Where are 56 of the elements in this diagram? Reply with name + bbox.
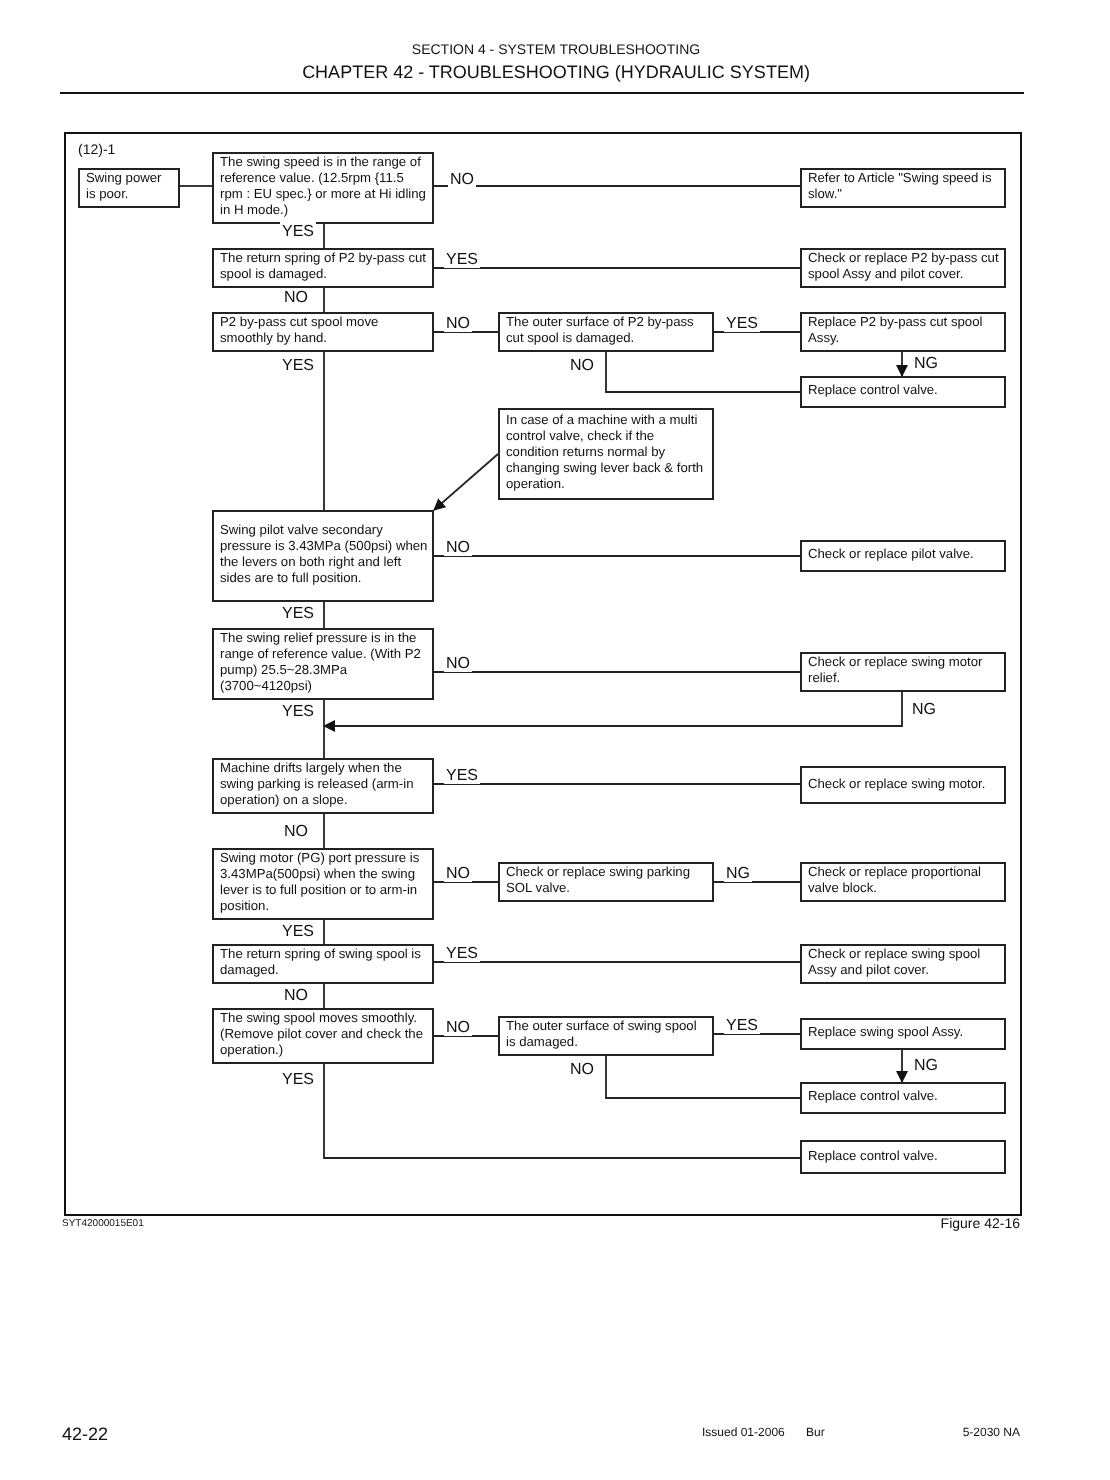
edge-label: YES bbox=[444, 250, 481, 268]
edge-label: NO bbox=[444, 538, 472, 556]
connector-line bbox=[433, 1035, 499, 1037]
connector-line bbox=[605, 1053, 801, 1099]
connector-line bbox=[179, 185, 213, 187]
edge-label: YES bbox=[280, 922, 317, 940]
edge-label: YES bbox=[280, 356, 317, 374]
edge-label: NO bbox=[282, 288, 310, 306]
edge-label: YES bbox=[724, 1016, 761, 1034]
connector-line bbox=[433, 881, 499, 883]
connector-line bbox=[433, 331, 499, 333]
edge-label: YES bbox=[444, 766, 481, 784]
edge-label: NO bbox=[444, 864, 472, 882]
connector-line bbox=[433, 783, 801, 785]
connector-line bbox=[713, 331, 801, 333]
connector-line bbox=[433, 267, 801, 269]
arrow bbox=[433, 453, 499, 511]
connector-line bbox=[323, 811, 325, 849]
connector-line bbox=[713, 1033, 801, 1035]
edge-label: NO bbox=[282, 986, 310, 1004]
edge-label: YES bbox=[280, 1070, 317, 1088]
edge-label: YES bbox=[280, 604, 317, 622]
connector-line bbox=[323, 981, 325, 1009]
connector-line bbox=[433, 961, 801, 963]
edge-label: YES bbox=[280, 222, 317, 240]
arrow bbox=[896, 349, 908, 377]
connector-line bbox=[323, 915, 325, 945]
connector-line bbox=[433, 671, 801, 673]
connector-line bbox=[433, 555, 801, 557]
edge-label: NG bbox=[912, 1056, 940, 1074]
arrow bbox=[896, 1049, 908, 1083]
edge-label: NG bbox=[910, 700, 938, 718]
arrow bbox=[323, 691, 903, 732]
edge-label: YES bbox=[280, 702, 317, 720]
edge-label: NO bbox=[444, 1018, 472, 1036]
connector-line bbox=[433, 185, 801, 187]
connector-line bbox=[323, 601, 325, 629]
page-number: 42-22 bbox=[62, 1426, 109, 1446]
edge-label: NO bbox=[568, 356, 596, 374]
connector-line bbox=[323, 285, 325, 313]
edge-label: NO bbox=[444, 314, 472, 332]
edge-label: NO bbox=[568, 1060, 596, 1078]
edge-label: NO bbox=[444, 654, 472, 672]
connector-line bbox=[323, 349, 325, 511]
page-title: CHAPTER 42 - TROUBLESHOOTING (HYDRAULIC SYSTEM) bbox=[302, 64, 810, 84]
edge-label: YES bbox=[724, 314, 761, 332]
edge-label: NO bbox=[448, 170, 476, 188]
edge-label: NG bbox=[912, 354, 940, 372]
edge-label: NO bbox=[282, 822, 310, 840]
connector-line bbox=[323, 219, 325, 249]
connector-line bbox=[605, 349, 801, 393]
connector-line bbox=[323, 699, 325, 759]
connector-line bbox=[713, 881, 801, 883]
edge-label: YES bbox=[444, 944, 481, 962]
edge-label: NG bbox=[724, 864, 752, 882]
connector-line bbox=[323, 1061, 801, 1159]
